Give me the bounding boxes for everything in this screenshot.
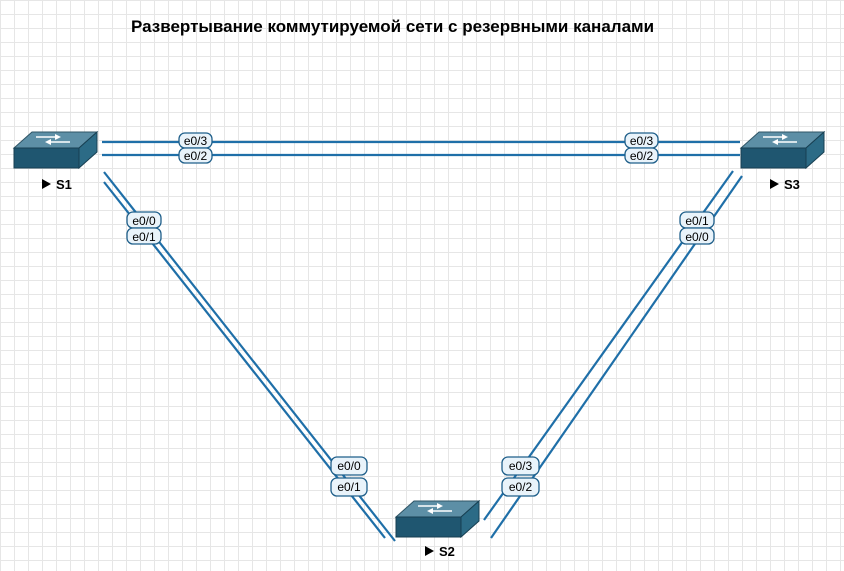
svg-text:e0/2: e0/2: [184, 149, 208, 163]
port-label[interactable]: e0/2: [624, 147, 659, 164]
switch-s1[interactable]: S1: [12, 130, 99, 192]
port-label[interactable]: e0/3: [178, 132, 213, 149]
port-label[interactable]: e0/1: [679, 211, 715, 229]
switch-s3[interactable]: S3: [739, 130, 826, 192]
switch-icon: [394, 499, 481, 539]
switch-label-s2: S2: [439, 544, 455, 559]
svg-text:e0/1: e0/1: [337, 480, 361, 494]
play-icon[interactable]: [770, 179, 779, 189]
svg-text:e0/2: e0/2: [509, 480, 533, 494]
play-icon[interactable]: [425, 546, 434, 556]
port-label[interactable]: e0/1: [126, 227, 162, 245]
svg-text:e0/0: e0/0: [132, 214, 156, 228]
port-label[interactable]: e0/2: [501, 477, 540, 497]
svg-text:e0/3: e0/3: [509, 459, 533, 473]
svg-text:e0/1: e0/1: [132, 230, 156, 244]
svg-text:e0/0: e0/0: [685, 230, 709, 244]
port-label[interactable]: e0/0: [330, 456, 368, 476]
port-label[interactable]: e0/3: [624, 132, 659, 149]
switch-s2[interactable]: S2: [394, 499, 481, 559]
svg-text:e0/0: e0/0: [337, 459, 361, 473]
port-label[interactable]: e0/0: [126, 211, 162, 229]
diagram-title: Развертывание коммутируемой сети с резер…: [131, 17, 655, 36]
port-label[interactable]: e0/3: [501, 456, 540, 476]
svg-text:e0/3: e0/3: [630, 134, 654, 148]
port-label[interactable]: e0/1: [330, 477, 368, 497]
port-label[interactable]: e0/2: [178, 147, 213, 164]
switch-icon: [12, 130, 99, 170]
switch-label-s1: S1: [56, 177, 72, 192]
svg-text:e0/1: e0/1: [685, 214, 709, 228]
switch-label-s3: S3: [784, 177, 800, 192]
play-icon[interactable]: [42, 179, 51, 189]
port-label[interactable]: e0/0: [679, 227, 715, 245]
switch-icon: [739, 130, 826, 170]
svg-text:e0/2: e0/2: [630, 149, 654, 163]
svg-text:e0/3: e0/3: [184, 134, 208, 148]
